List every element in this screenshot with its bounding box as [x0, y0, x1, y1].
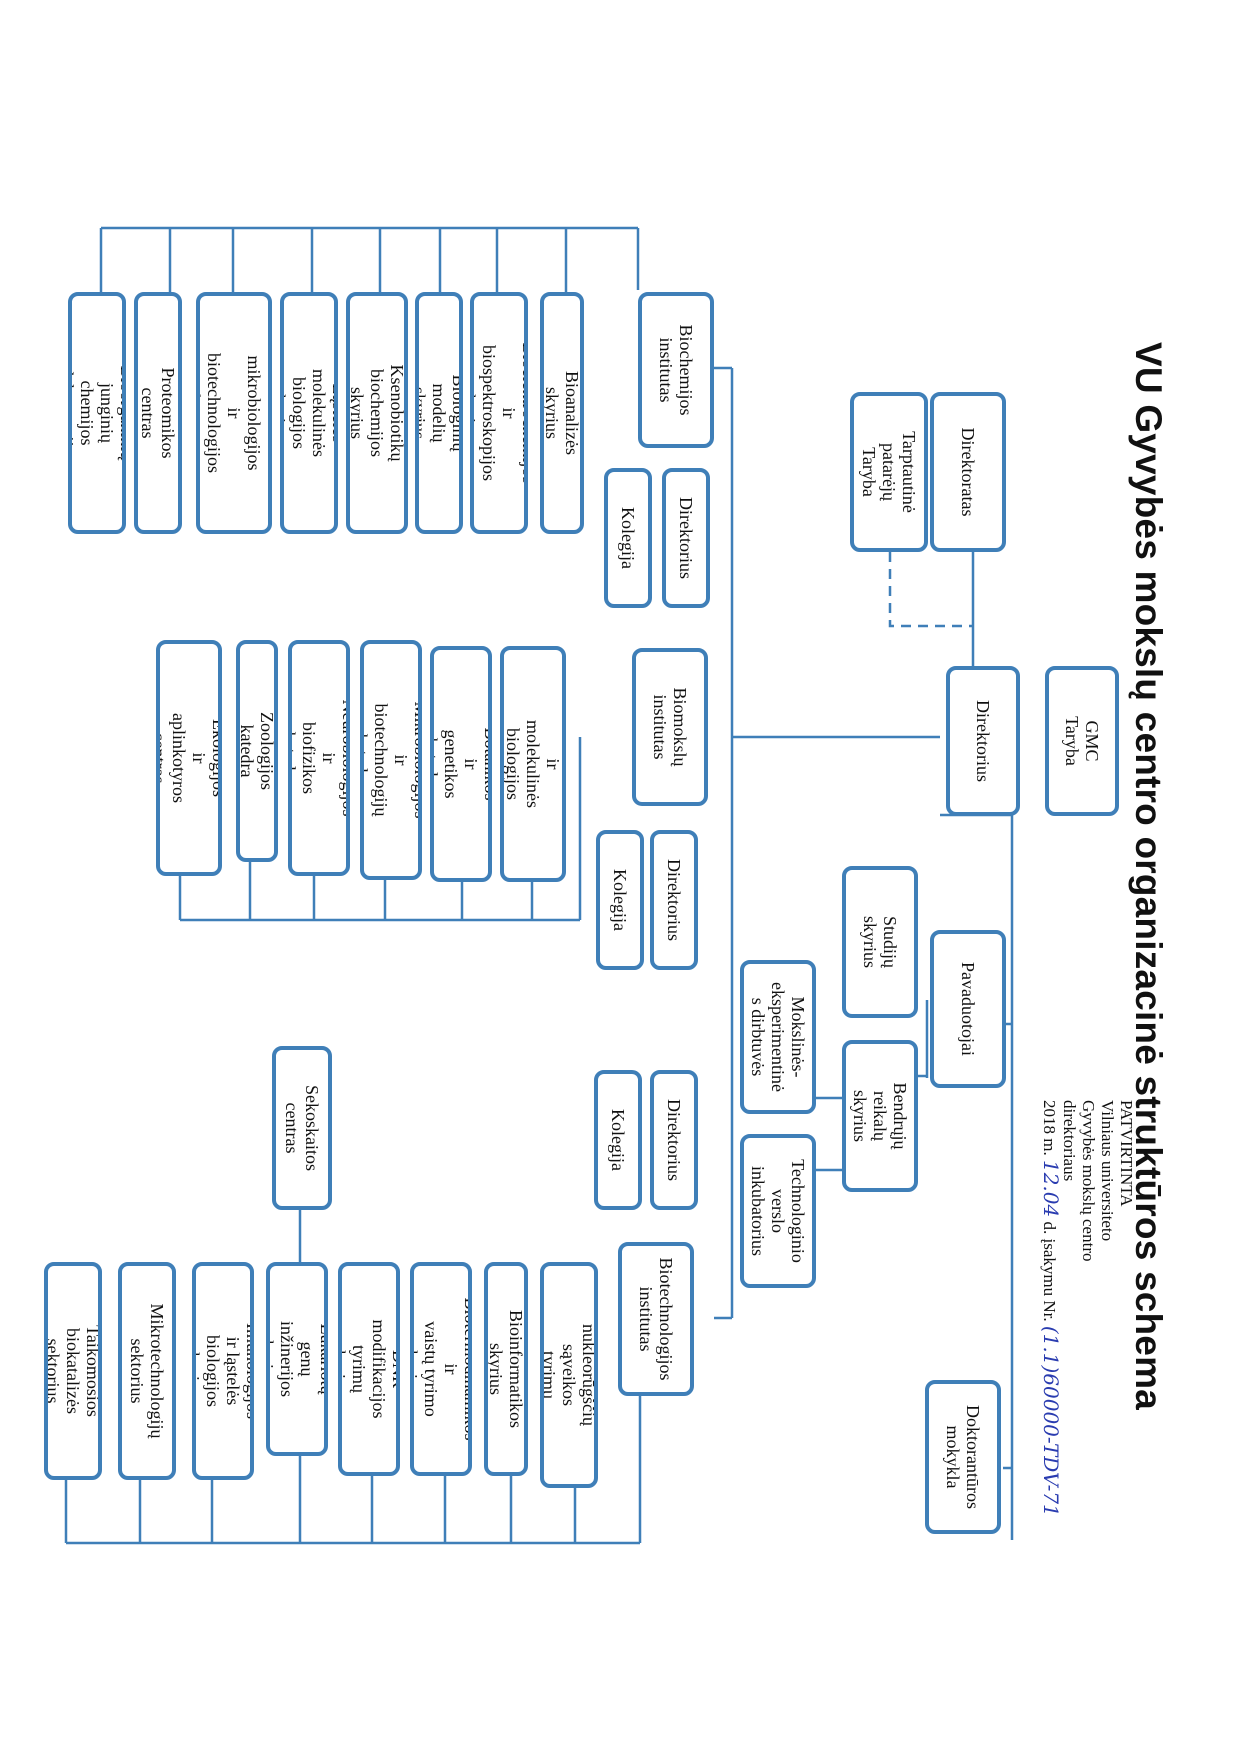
box-bmi-kolegija[interactable]: Kolegija	[596, 830, 644, 970]
order-year: 2018 m.	[1040, 1100, 1059, 1156]
box-label: Doktorantūros mokykla	[943, 1405, 983, 1509]
approval-line-3: Gyvybės mokslų centro	[1079, 1100, 1098, 1262]
box-unit-bchi[interactable]: Bioanalizės skyrius	[540, 292, 584, 534]
box-label: DNR modifikacijos tyrimų skyrius	[338, 1319, 400, 1419]
box-bti-direktorius[interactable]: Direktorius	[650, 1070, 698, 1210]
approval-line-2: Vilniaus universiteto	[1098, 1100, 1117, 1242]
box-unit-bti[interactable]: Mikrotechnologijų sektorius	[118, 1262, 176, 1480]
box-biotechnologijos-institutas[interactable]: Biotechnologijos institutas	[618, 1242, 694, 1396]
box-unit-bmi[interactable]: Botanikos ir genetikos katedra	[430, 646, 492, 882]
box-label: Baltymų-nukleorūgščių sąveikos tyrimų sk…	[540, 1324, 598, 1426]
order-date: 12.04	[1039, 1159, 1063, 1218]
box-label: Mokslinės- eksperimentinė s dirbtuvės	[748, 982, 808, 1092]
box-unit-bmi[interactable]: Biochemijos ir molekulinės biologijos ka…	[500, 646, 566, 882]
box-label: Ekologijos ir aplinkotyros centras	[156, 713, 222, 803]
box-label: Ląstelės molekulinės biologijos skyrius	[280, 369, 338, 458]
box-label: Kolegija	[608, 1109, 628, 1171]
box-label: Proteomikos centras	[138, 367, 178, 459]
box-label: Biochemijos institutas	[656, 324, 696, 416]
box-sekoskaitos-centras[interactable]: Sekoskaitos centras	[272, 1046, 332, 1210]
box-unit-bmi[interactable]: Ekologijos ir aplinkotyros centras	[156, 640, 222, 876]
box-label: Direktorius	[973, 700, 993, 782]
box-unit-bti[interactable]: Taikomosios biokatalizės sektorius	[44, 1262, 102, 1480]
box-unit-bchi[interactable]: Molekulinės mikrobiologijos ir biotechno…	[196, 292, 272, 534]
box-label: Tarptautinė patarėjų Taryba	[859, 431, 919, 513]
box-unit-bti[interactable]: Baltymų-nukleorūgščių sąveikos tyrimų sk…	[540, 1262, 598, 1488]
box-direktoratas[interactable]: Direktoratas	[930, 392, 1006, 552]
box-label: Zoologijos katedra	[237, 711, 277, 791]
box-label: GMC Taryba	[1062, 716, 1102, 766]
box-unit-bchi[interactable]: Ksenobiotikų biochemijos skyrius	[346, 292, 408, 534]
box-label: Biotermodinamikos ir vaistų tyrimo skyri…	[410, 1297, 472, 1441]
box-unit-bti[interactable]: Imunologijos ir ląstelės biologijos skyr…	[192, 1262, 254, 1480]
box-unit-bchi[interactable]: Proteomikos centras	[134, 292, 182, 534]
box-label: Bioinformatikos skyrius	[486, 1310, 526, 1428]
box-label: Bioanalizės skyrius	[542, 371, 582, 455]
box-unit-bchi[interactable]: Bioelektrochemijos ir biospektroskopijos…	[470, 292, 528, 534]
box-label: Botanikos ir genetikos katedra	[430, 727, 492, 801]
approval-stamp: PATVIRTINTA Vilniaus universiteto Gyvybė…	[1039, 1100, 1136, 1517]
box-bendruju-reikalu[interactable]: Bendrųjų reikalų skyrius	[842, 1040, 918, 1192]
box-label: Bioelektrochemijos ir biospektroskopijos…	[470, 342, 528, 484]
box-label: Sekoskaitos centras	[282, 1084, 322, 1172]
order-number: (1.1)60000-TDV-71	[1039, 1325, 1063, 1517]
box-unit-bchi[interactable]: Bioorganinių junginių chemijos laborator…	[68, 292, 126, 534]
box-label: Eukariotų genų inžinerijos skyrius	[266, 1321, 328, 1397]
approval-line-1: PATVIRTINTA	[1117, 1100, 1136, 1207]
box-label: Biochemijos ir molekulinės biologijos ka…	[500, 718, 566, 810]
box-unit-bti[interactable]: Biotermodinamikos ir vaistų tyrimo skyri…	[410, 1262, 472, 1476]
box-studiju-skyrius[interactable]: Studijų skyrius	[842, 866, 918, 1018]
box-label: Imunologijos ir ląstelės biologijos skyr…	[192, 1322, 254, 1420]
approval-order-line: 2018 m. 12.04 d. įsakymu Nr. (1.1)60000-…	[1039, 1100, 1063, 1517]
box-unit-bmi[interactable]: Neurobiologijos ir biofizikos katedra	[288, 640, 350, 876]
box-unit-bti[interactable]: DNR modifikacijos tyrimų skyrius	[338, 1262, 400, 1476]
box-taryba-patareju[interactable]: Tarptautinė patarėjų Taryba	[850, 392, 928, 552]
box-label: Mikrobiologijos ir biotechnologijų kated…	[360, 701, 422, 819]
box-label: Direktorius	[664, 1099, 684, 1181]
box-label: Mikrotechnologijų sektorius	[127, 1303, 167, 1439]
box-label: Biotechnologijos institutas	[636, 1257, 676, 1381]
box-label: Direktorius	[664, 859, 684, 941]
box-dirbtuves[interactable]: Mokslinės- eksperimentinė s dirbtuvės	[740, 960, 816, 1114]
box-unit-bchi[interactable]: Biologinių modelių skyrius	[415, 292, 463, 534]
box-label: Neurobiologijos ir biofizikos katedra	[288, 699, 350, 817]
box-unit-bchi[interactable]: Ląstelės molekulinės biologijos skyrius	[280, 292, 338, 534]
box-label: Studijų skyrius	[860, 915, 900, 969]
box-unit-bti[interactable]: Eukariotų genų inžinerijos skyrius	[266, 1262, 328, 1456]
box-label: Bioorganinių junginių chemijos laborator…	[68, 365, 126, 461]
box-label: Pavaduotojai	[958, 962, 978, 1056]
box-unit-bti[interactable]: Bioinformatikos skyrius	[484, 1262, 528, 1476]
box-label: Technologinio verslo inkubatorius	[748, 1159, 808, 1263]
box-label: Direktorius	[676, 497, 696, 579]
box-label: Taikomosios biokatalizės sektorius	[44, 1325, 102, 1417]
box-label: Molekulinės mikrobiologijos ir biotechno…	[196, 353, 272, 473]
box-label: Biomokslų institutas	[650, 687, 690, 767]
box-unit-bmi[interactable]: Mikrobiologijos ir biotechnologijų kated…	[360, 640, 422, 880]
box-doktoranturos-mokykla[interactable]: Doktorantūros mokykla	[925, 1380, 1001, 1534]
box-label: Direktoratas	[958, 427, 978, 517]
box-bchi-kolegija[interactable]: Kolegija	[604, 468, 652, 608]
box-label: Kolegija	[610, 869, 630, 931]
box-label: Bendrųjų reikalų skyrius	[850, 1082, 910, 1150]
box-unit-bmi[interactable]: Zoologijos katedra	[236, 640, 278, 862]
box-label: Biologinių modelių skyrius	[415, 374, 463, 452]
box-biomoksly-institutas[interactable]: Biomokslų institutas	[632, 648, 708, 806]
box-label: Ksenobiotikų biochemijos skyrius	[347, 364, 407, 462]
box-bmi-direktorius[interactable]: Direktorius	[650, 830, 698, 970]
box-gmc-taryba[interactable]: GMC Taryba	[1045, 666, 1119, 816]
box-pavaduotojai[interactable]: Pavaduotojai	[930, 930, 1006, 1088]
box-label: Kolegija	[618, 507, 638, 569]
order-text: d. įsakymu Nr.	[1040, 1221, 1059, 1322]
box-bti-kolegija[interactable]: Kolegija	[594, 1070, 642, 1210]
box-direktorius[interactable]: Direktorius	[946, 666, 1020, 816]
box-biochemijos-institutas[interactable]: Biochemijos institutas	[638, 292, 714, 448]
box-bchi-direktorius[interactable]: Direktorius	[662, 468, 710, 608]
box-inkubatorius[interactable]: Technologinio verslo inkubatorius	[740, 1134, 816, 1288]
